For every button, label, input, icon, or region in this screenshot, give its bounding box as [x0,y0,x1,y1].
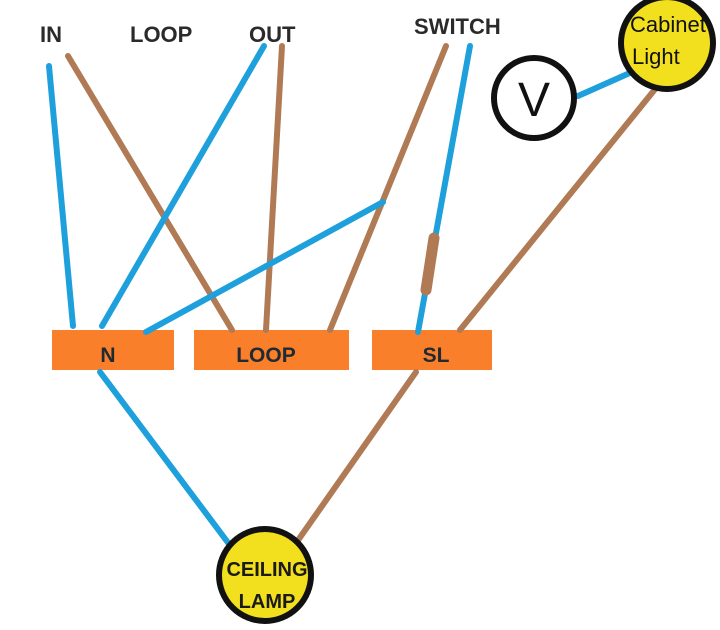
ceiling-lamp-icon [216,526,314,624]
wire-in-brown [65,53,235,333]
cabinet-light-line2: Light [632,44,680,69]
wire-out-brown [263,43,285,333]
terminal-n-label: N [100,344,115,367]
wire-n-lamp-blue [97,369,235,551]
cabinet-light-icon [618,0,716,92]
terminal-sl-label: SL [423,344,450,367]
voltmeter-symbol: V [518,74,550,127]
terminal-loop [194,330,349,370]
terminal-n [52,330,174,370]
wire-out-blue [99,43,267,329]
label-out: OUT [249,22,296,47]
ceiling-lamp-line2: LAMP [239,591,296,613]
voltmeter-icon [491,55,577,141]
wire-sl-lamp-brown [291,369,419,549]
wire-switch-brown [327,43,449,333]
brown-sleeve [420,232,440,296]
wire-in-blue [46,63,76,329]
terminal-sl [372,330,492,370]
wire-cabinet-brown [457,85,659,333]
label-loop: LOOP [130,22,192,47]
label-in: IN [40,22,62,47]
wire-switch-neutral-blue [143,199,386,335]
cabinet-light-line1: Cabinet [630,12,706,37]
ceiling-lamp-line1: CEILING [226,559,307,581]
label-switch: SWITCH [414,14,501,39]
terminal-loop-label: LOOP [236,344,296,367]
wire-cabinet-blue [575,69,635,99]
